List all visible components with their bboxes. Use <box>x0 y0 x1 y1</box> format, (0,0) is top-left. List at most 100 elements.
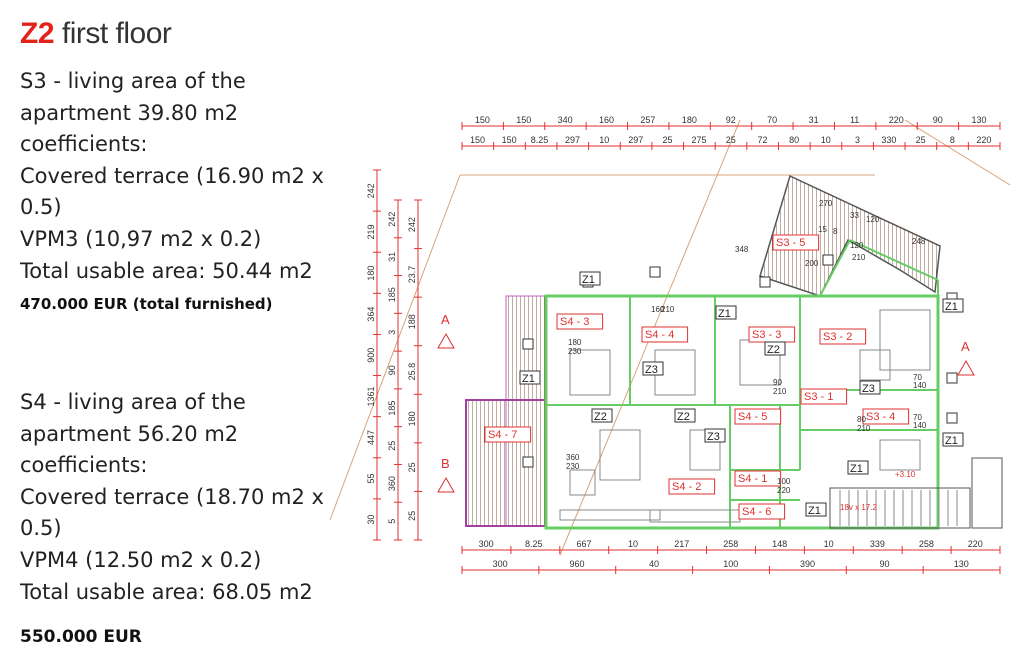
room-label: S3 - 1 <box>804 391 833 403</box>
left-dim-col-1-label: 242 <box>366 183 376 198</box>
room-label-box <box>668 478 716 495</box>
top-dim-row-2-label: 330 <box>881 135 896 145</box>
top-dim-row-2-label: 220 <box>976 135 991 145</box>
zone-tag-box <box>519 370 541 385</box>
room-label-box <box>484 426 532 443</box>
plan-annotation: 90 <box>773 378 782 387</box>
left-dim-col-2-label: 31 <box>387 252 397 262</box>
top-dim-row-1-label: 340 <box>558 115 573 125</box>
room-label-box <box>738 503 786 520</box>
plan-annotation: 210 <box>852 253 866 262</box>
bottom-dim-row-1-label: 10 <box>824 539 834 549</box>
room-label-box <box>641 326 689 343</box>
top-dim-row-1-label: 180 <box>682 115 697 125</box>
guide-line <box>329 174 461 521</box>
plan-annotation: 210 <box>661 305 675 314</box>
zone-tag: Z1 <box>582 274 595 286</box>
room-label-box <box>734 470 782 487</box>
zone-tag-box <box>579 271 601 286</box>
room-label: S4 - 6 <box>742 506 771 518</box>
plan-annotation: 120 <box>850 241 864 250</box>
bottom-dim-row-1-label: 220 <box>968 539 983 549</box>
plan-annotation: 100 <box>777 477 791 486</box>
zone-tag: Z1 <box>522 373 535 385</box>
bottom-dim-row-2-label: 40 <box>649 559 659 569</box>
top-dim-row-2-label: 3 <box>855 135 860 145</box>
furniture <box>859 349 891 381</box>
left-dim-col-1-label: 30 <box>366 515 376 525</box>
left-dim-col-3-label: 242 <box>407 217 417 232</box>
zone-tag-box <box>704 428 726 443</box>
left-dim-col-2-label: 3 <box>387 330 397 335</box>
plan-annotation: 80 <box>857 415 866 424</box>
room-label-box <box>800 388 848 405</box>
s4-price: 550.000 EUR <box>20 627 142 647</box>
top-dim-row-1-label: 130 <box>972 115 987 125</box>
top-dim-row-1-label: 92 <box>726 115 736 125</box>
top-dim-row-1-label: 31 <box>809 115 819 125</box>
top-dim-row-2-label: 10 <box>599 135 609 145</box>
window-marker <box>522 338 534 350</box>
top-dim-row-2-label: 275 <box>692 135 707 145</box>
left-dim-col-1-label: 219 <box>366 224 376 239</box>
window-marker <box>522 456 534 468</box>
bottom-dim-row-1-label: 217 <box>674 539 689 549</box>
room-label: S4 - 3 <box>560 316 589 328</box>
zone-tag-box <box>642 361 664 376</box>
room-label: S3 - 3 <box>752 329 781 341</box>
zone-tag-box <box>805 502 827 517</box>
top-dim-row-2-label: 25 <box>916 135 926 145</box>
top-dim-row-2-label: 25 <box>726 135 736 145</box>
left-dim-col-1-label: 364 <box>366 307 376 322</box>
top-dim-row-2-label: 25 <box>663 135 673 145</box>
zone-tag: Z3 <box>645 364 658 376</box>
room-label: S4 - 7 <box>488 429 517 441</box>
plan-annotation: 248 <box>912 237 926 246</box>
room-label: S4 - 5 <box>738 411 767 423</box>
left-dim-col-2-label: 90 <box>387 365 397 375</box>
zone-tag-box <box>859 380 881 395</box>
top-dim-row-1-label: 150 <box>516 115 531 125</box>
section-label: B <box>441 456 450 471</box>
page-title: Z2 first floor <box>20 14 172 54</box>
furniture <box>649 509 741 523</box>
plan-annotation: 210 <box>773 387 787 396</box>
top-dim-row-1-label: 220 <box>889 115 904 125</box>
plan-annotation: 160 <box>651 305 665 314</box>
s3-line: S3 - living area of the <box>20 69 246 93</box>
top-dim-row-2-label: 72 <box>757 135 767 145</box>
s3-line: VPM3 (10,97 m2 x 0.2) <box>20 226 262 251</box>
left-dim-col-1-label: 180 <box>366 266 376 281</box>
top-dim-row-1-label: 257 <box>640 115 655 125</box>
top-dim-row-1-label: 11 <box>850 115 859 125</box>
zone-tag-box <box>591 408 613 423</box>
furniture <box>879 309 931 371</box>
bottom-dim-row-1-label: 258 <box>723 539 738 549</box>
zone-tag-box <box>715 305 737 320</box>
top-dim-row-2-label: 80 <box>789 135 799 145</box>
zone-tag: Z1 <box>808 505 821 517</box>
s3-line: Total usable area: 50.44 m2 <box>20 258 313 283</box>
s3-line: 0.5) <box>20 195 62 220</box>
s4-line: Covered terrace (18.70 m2 x <box>20 484 324 509</box>
plan-annotation: 230 <box>566 462 580 471</box>
bottom-dim-row-1-label: 258 <box>919 539 934 549</box>
plan-annotation: 70 <box>913 373 922 382</box>
room-label: S4 - 2 <box>672 481 701 493</box>
left-dim-col-1-label: 900 <box>366 348 376 363</box>
s4-description: S4 - living area of the apartment 56.20 … <box>20 387 340 608</box>
section-label: A <box>441 312 450 327</box>
bottom-dim-row-1-label: 148 <box>772 539 787 549</box>
room-label-box <box>862 408 910 425</box>
furniture <box>569 469 596 496</box>
left-dim-col-3-label: 23.7 <box>407 266 417 284</box>
s4-line: apartment 56.20 m2 <box>20 421 239 446</box>
s3-description: S3 - living area of the apartment 39.80 … <box>20 66 340 287</box>
left-dim-col-2-label: 242 <box>387 212 397 227</box>
zone-tag-box <box>674 408 696 423</box>
bottom-dim-row-2-label: 130 <box>954 559 969 569</box>
plan-annotation: 140 <box>913 381 927 390</box>
s4-line: Total usable area: 68.05 m2 <box>20 579 313 604</box>
left-dim-col-2-label: 25 <box>387 441 397 451</box>
zone-tag-box <box>942 298 964 313</box>
